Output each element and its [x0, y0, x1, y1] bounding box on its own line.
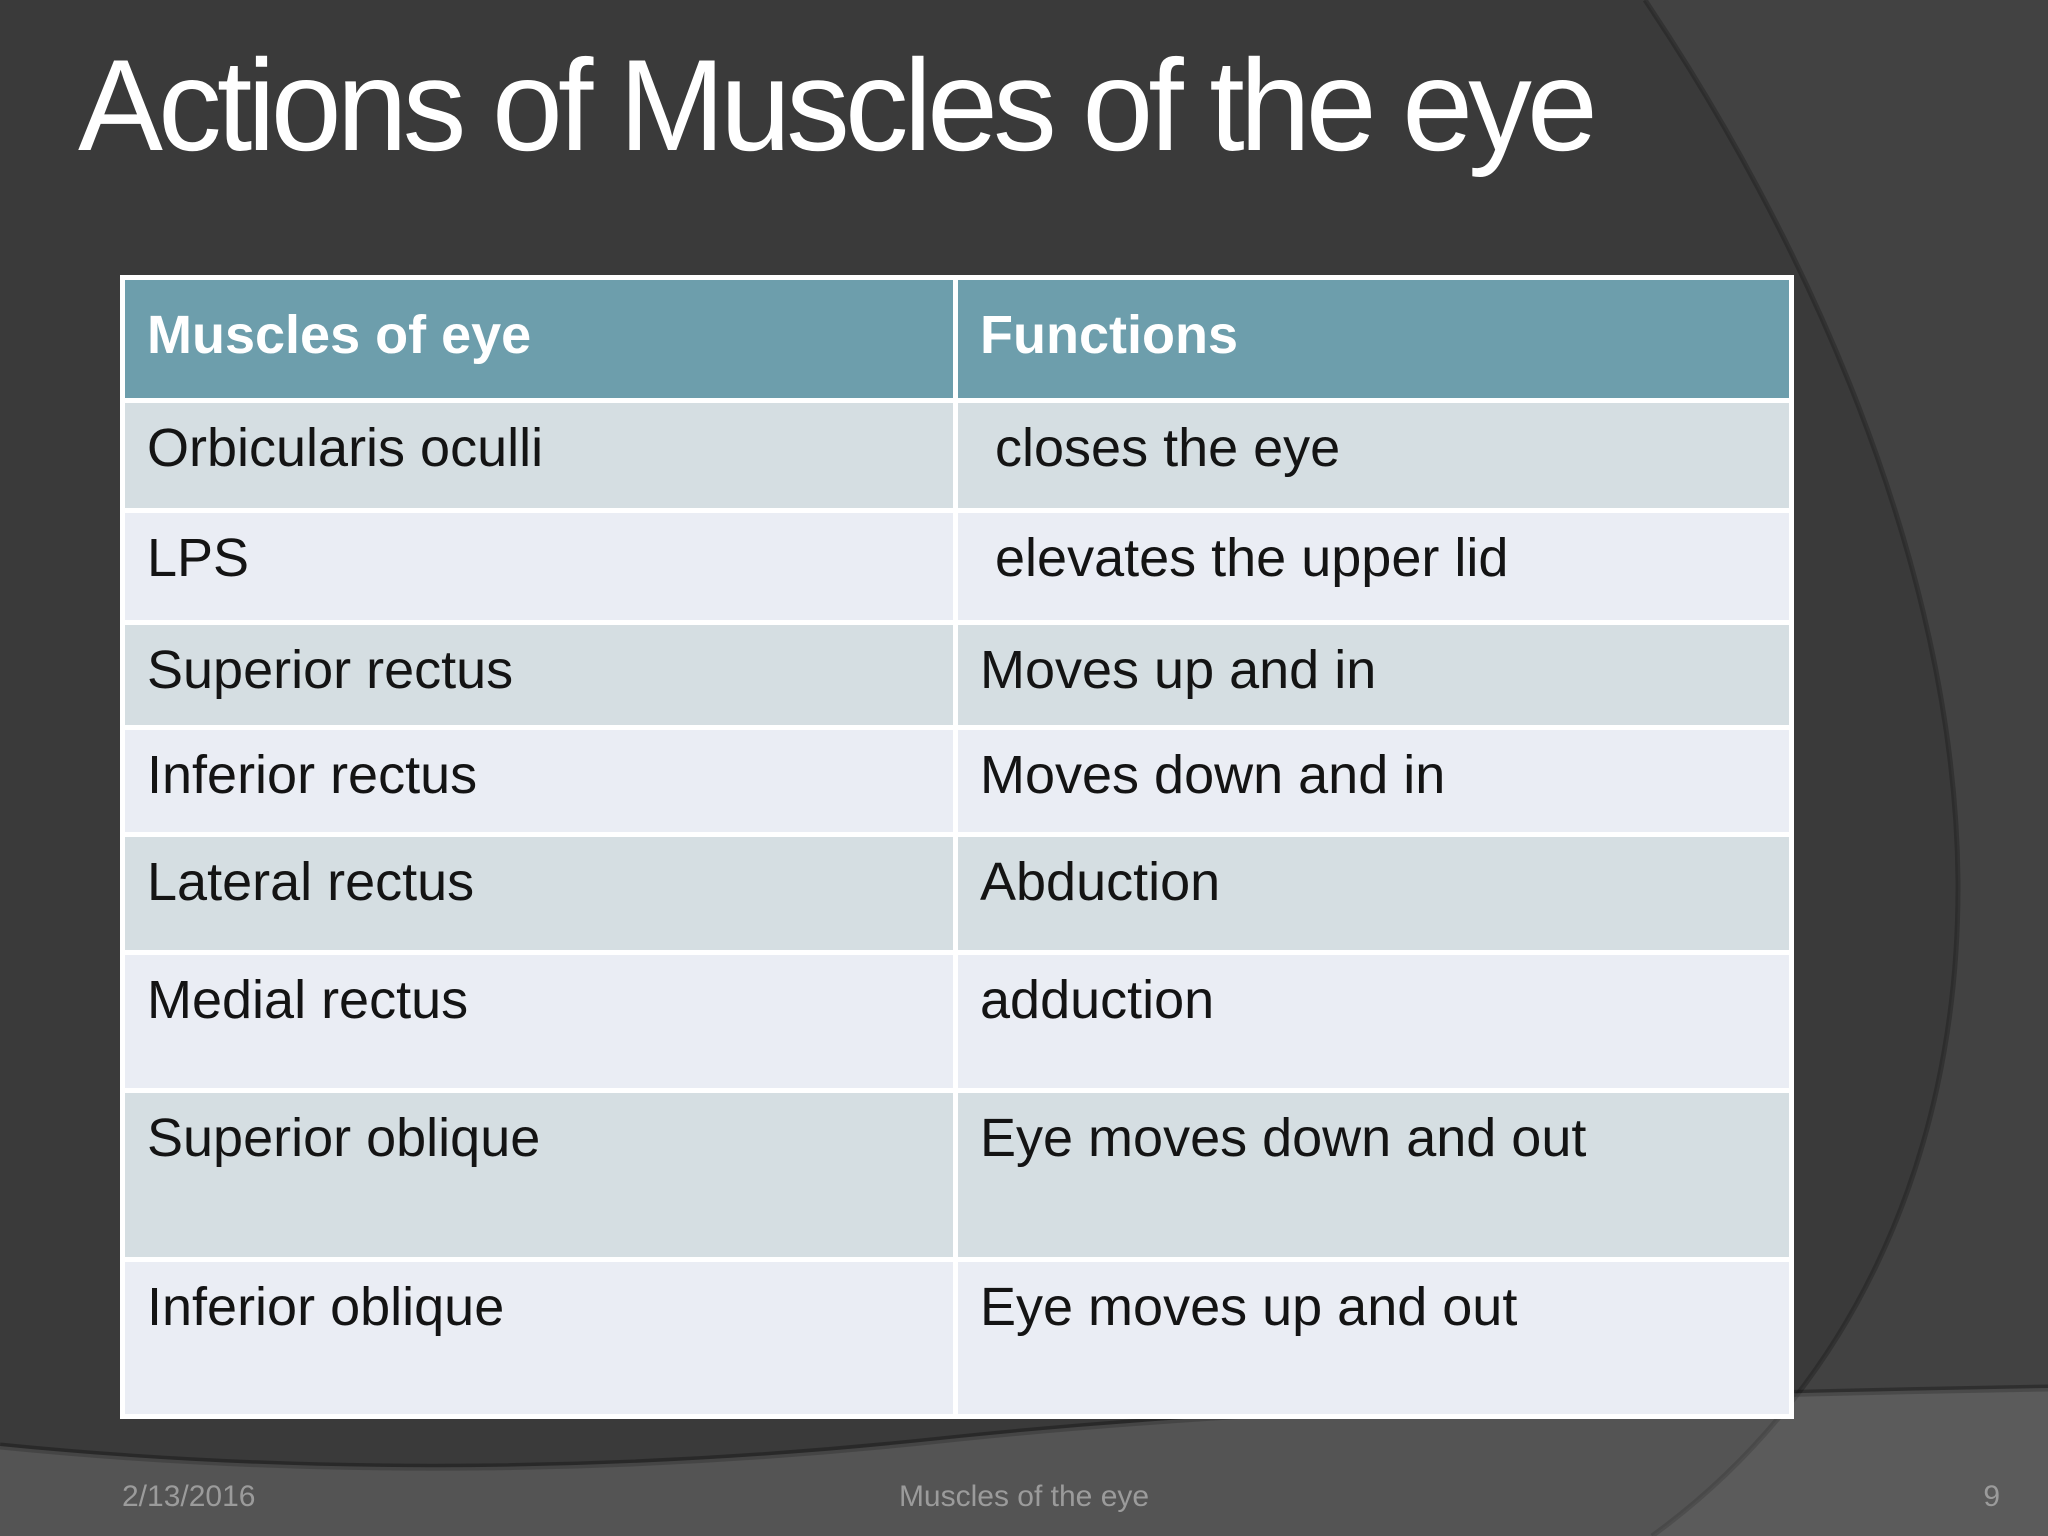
muscle-cell: Medial rectus	[125, 955, 953, 1088]
table-row: Inferior rectus Moves down and in	[125, 730, 1789, 832]
function-cell: closes the eye	[958, 403, 1789, 508]
slide-title: Actions of Muscles of the eye	[78, 32, 1598, 178]
muscle-cell: Lateral rectus	[125, 837, 953, 950]
table-row: Superior oblique Eye moves down and out	[125, 1093, 1789, 1257]
table-row: Orbicularis oculli closes the eye	[125, 403, 1789, 508]
table-row: LPS elevates the upper lid	[125, 513, 1789, 620]
function-cell: adduction	[958, 955, 1789, 1088]
table-header-row: Muscles of eye Functions	[125, 280, 1789, 398]
right-arc-edge	[1642, 0, 1961, 1536]
table-row: Medial rectus adduction	[125, 955, 1789, 1088]
function-cell: Eye moves up and out	[958, 1262, 1789, 1414]
footer-date: 2/13/2016	[122, 1480, 256, 1513]
muscle-cell: Superior oblique	[125, 1093, 953, 1257]
function-cell: Moves down and in	[958, 730, 1789, 832]
col-header-muscles: Muscles of eye	[125, 280, 953, 398]
function-cell: Eye moves down and out	[958, 1093, 1789, 1257]
footer-slide-title: Muscles of the eye	[898, 1480, 1150, 1513]
function-cell: Abduction	[958, 837, 1789, 950]
muscle-cell: Inferior rectus	[125, 730, 953, 832]
table-row: Lateral rectus Abduction	[125, 837, 1789, 950]
muscle-cell: Superior rectus	[125, 625, 953, 725]
right-arc-shape	[1645, 0, 2048, 1536]
function-cell: Moves up and in	[958, 625, 1789, 725]
muscle-cell: Orbicularis oculli	[125, 403, 953, 508]
muscle-cell: LPS	[125, 513, 953, 620]
table-row: Superior rectus Moves up and in	[125, 625, 1789, 725]
col-header-functions: Functions	[958, 280, 1789, 398]
muscles-table: Muscles of eye Functions Orbicularis ocu…	[120, 275, 1794, 1419]
function-cell: elevates the upper lid	[958, 513, 1789, 620]
muscle-cell: Inferior oblique	[125, 1262, 953, 1414]
footer-page-number: 9	[1983, 1480, 2000, 1513]
bottom-swoosh-shape	[0, 1388, 2048, 1536]
table-row: Inferior oblique Eye moves up and out	[125, 1262, 1789, 1414]
